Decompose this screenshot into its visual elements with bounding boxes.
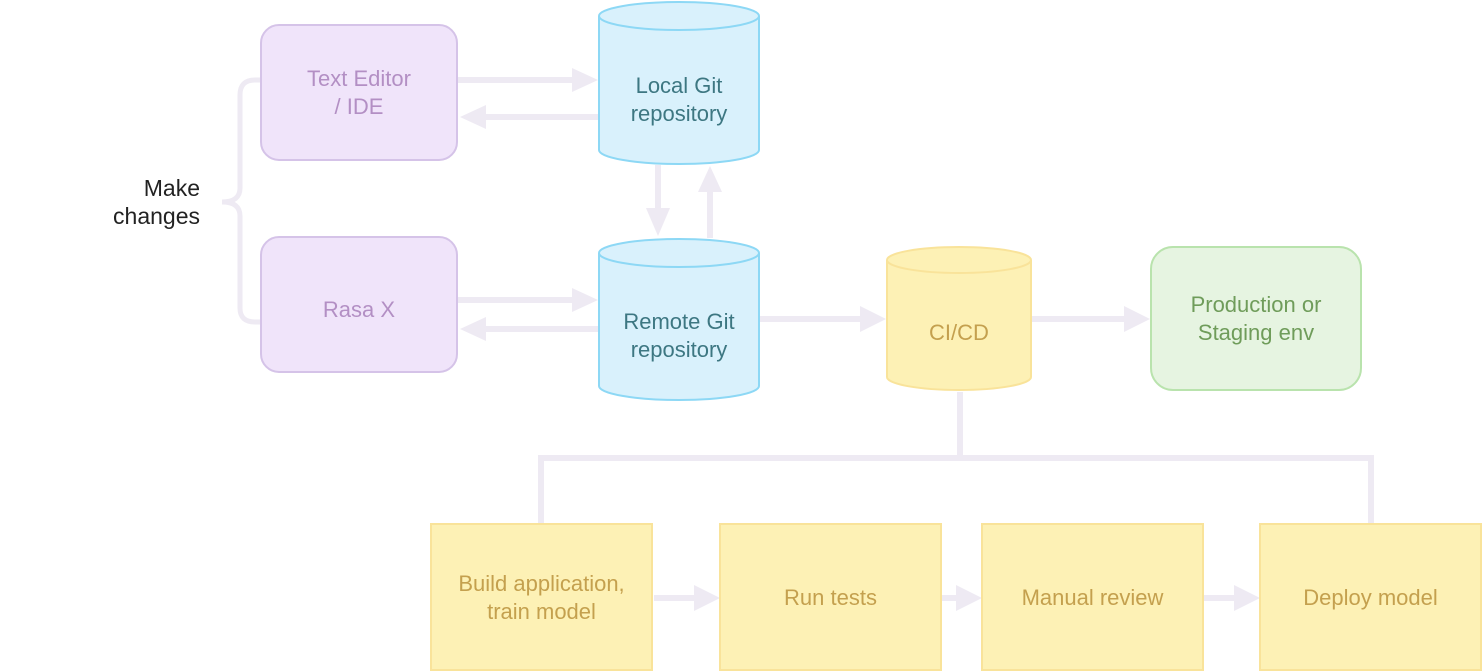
arrowhead-right-icon xyxy=(956,585,982,611)
build-label: Build application, train model xyxy=(458,571,625,624)
node-deploy xyxy=(1259,523,1482,671)
deploy-label: Deploy model xyxy=(1303,585,1438,610)
node-production xyxy=(1150,246,1362,391)
manual-review-label: Manual review xyxy=(1021,585,1164,610)
local-git-label: Local Git repository xyxy=(630,73,728,126)
arrowheads xyxy=(460,68,1260,611)
node-remote-git xyxy=(598,238,760,401)
arrowhead-left-icon xyxy=(460,105,486,129)
arrowhead-up-icon xyxy=(698,166,722,192)
node-manual-review xyxy=(981,523,1204,671)
node-build xyxy=(430,523,653,671)
arrowhead-right-icon xyxy=(572,288,598,312)
node-text-editor xyxy=(260,24,458,161)
brace-connector xyxy=(221,77,262,325)
run-tests-label: Run tests xyxy=(784,585,877,610)
production-label: Production or Staging env xyxy=(1190,291,1322,345)
node-local-git xyxy=(598,1,760,165)
node-run-tests xyxy=(719,523,942,671)
arrowhead-right-icon xyxy=(1234,585,1260,611)
connector-cicd-branch xyxy=(538,455,1374,524)
arrowhead-right-icon xyxy=(694,585,720,611)
arrowhead-right-icon xyxy=(572,68,598,92)
node-rasa-x xyxy=(260,236,458,373)
text-editor-label: Text Editor / IDE xyxy=(307,65,411,119)
arrowhead-left-icon xyxy=(460,317,486,341)
rasa-x-label: Rasa X xyxy=(322,296,396,322)
cicd-label: CI/CD xyxy=(929,320,989,345)
arrowhead-right-icon xyxy=(1124,306,1150,332)
make-changes-label: Make changes xyxy=(113,175,200,229)
arrowhead-down-icon xyxy=(646,208,670,236)
remote-git-label: Remote Git repository xyxy=(623,309,735,362)
arrowhead-right-icon xyxy=(860,306,886,332)
node-cicd xyxy=(886,246,1032,391)
